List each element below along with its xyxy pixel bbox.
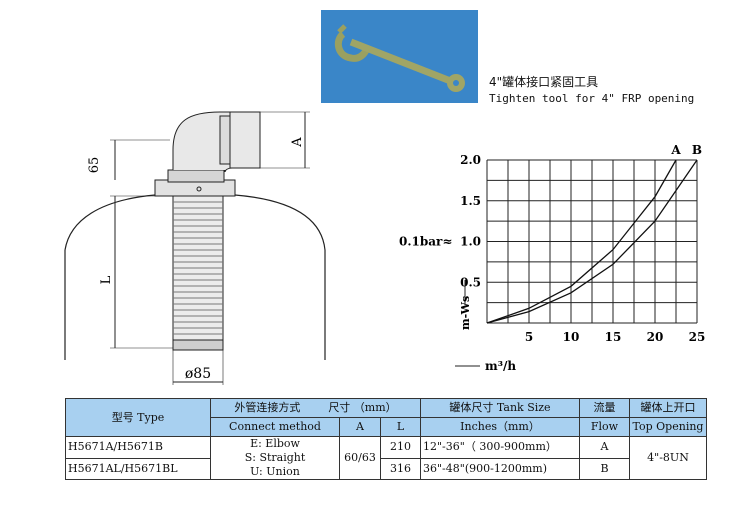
- dimension-A-label: A: [290, 137, 305, 148]
- model-cell: H5671A/H5671B: [65, 436, 211, 459]
- spec-table: 型号 Type 外管连接方式 尺寸 （mm） 罐体尺寸 Tank Size 流量…: [65, 398, 707, 480]
- header-connect-cn: 外管连接方式: [234, 401, 301, 414]
- header-flow-cn: 流量: [579, 398, 630, 418]
- y-tick-label: 2.0: [460, 153, 481, 167]
- model-cell: H5671AL/H5671BL: [65, 457, 211, 480]
- header-inches: Inches（mm）: [420, 417, 580, 437]
- x-axis-label: m³/h: [485, 359, 516, 373]
- series-label-B: B: [692, 143, 702, 157]
- connect-elbow: E: Elbow: [250, 437, 300, 450]
- spanner-wrench-icon: [321, 10, 478, 103]
- connect-straight: S: Straight: [244, 451, 306, 464]
- header-model: 型号 Type: [65, 398, 211, 437]
- dimension-diameter-label: ø85: [185, 366, 211, 382]
- x-tick-label: 10: [563, 330, 580, 344]
- distributor-drawing: 65 A L ø85: [60, 100, 330, 394]
- header-top-cn: 罐体上开口: [629, 398, 707, 418]
- flow-cell: A: [579, 436, 630, 459]
- x-tick-label: 15: [605, 330, 622, 344]
- x-tick-label: 25: [689, 330, 706, 344]
- header-size: 尺寸 （mm）: [328, 401, 397, 414]
- dimension-L-label: L: [99, 275, 114, 284]
- l-cell: 210: [380, 436, 421, 459]
- header-flow-en: Flow: [579, 417, 630, 437]
- connect-union: U: Union: [250, 465, 300, 478]
- annotation-label: 0.1bar≈: [399, 235, 452, 249]
- l-cell: 316: [380, 457, 421, 480]
- y-tick-label: 1.5: [460, 194, 481, 208]
- header-connect-en: Connect method: [210, 417, 340, 437]
- y-tick-label: 1.0: [460, 235, 481, 249]
- y-tick-label: 0.5: [460, 275, 481, 289]
- header-tank-size: 罐体尺寸 Tank Size: [420, 398, 580, 418]
- connect-method-cell: E: Elbow S: Straight U: Union: [210, 436, 340, 480]
- tool-photo: [321, 10, 478, 103]
- tank-size-cell: 36"-48"(900-1200mm): [420, 457, 580, 480]
- y-axis-label: m-Ws: [459, 296, 472, 330]
- x-tick-label: 20: [647, 330, 664, 344]
- header-connect-size: 外管连接方式 尺寸 （mm）: [210, 398, 421, 418]
- top-opening-cell: 4"-8UN: [629, 436, 707, 480]
- dimension-65-label: 65: [87, 157, 102, 174]
- series-line-A: [486, 159, 677, 324]
- series-line-B: [486, 159, 698, 324]
- a-value-cell: 60/63: [339, 436, 381, 480]
- tank-size-cell: 12"-36"（ 300-900mm）: [420, 436, 580, 459]
- header-A: A: [339, 417, 381, 437]
- x-tick-label: 5: [525, 330, 533, 344]
- series-label-A: A: [670, 143, 681, 157]
- flow-cell: B: [579, 457, 630, 480]
- tool-caption-chinese: 4"罐体接口紧固工具: [489, 75, 599, 89]
- header-L: L: [380, 417, 421, 437]
- header-top-en: Top Opening: [629, 417, 707, 437]
- tool-caption-english: Tighten tool for 4" FRP opening: [489, 92, 695, 105]
